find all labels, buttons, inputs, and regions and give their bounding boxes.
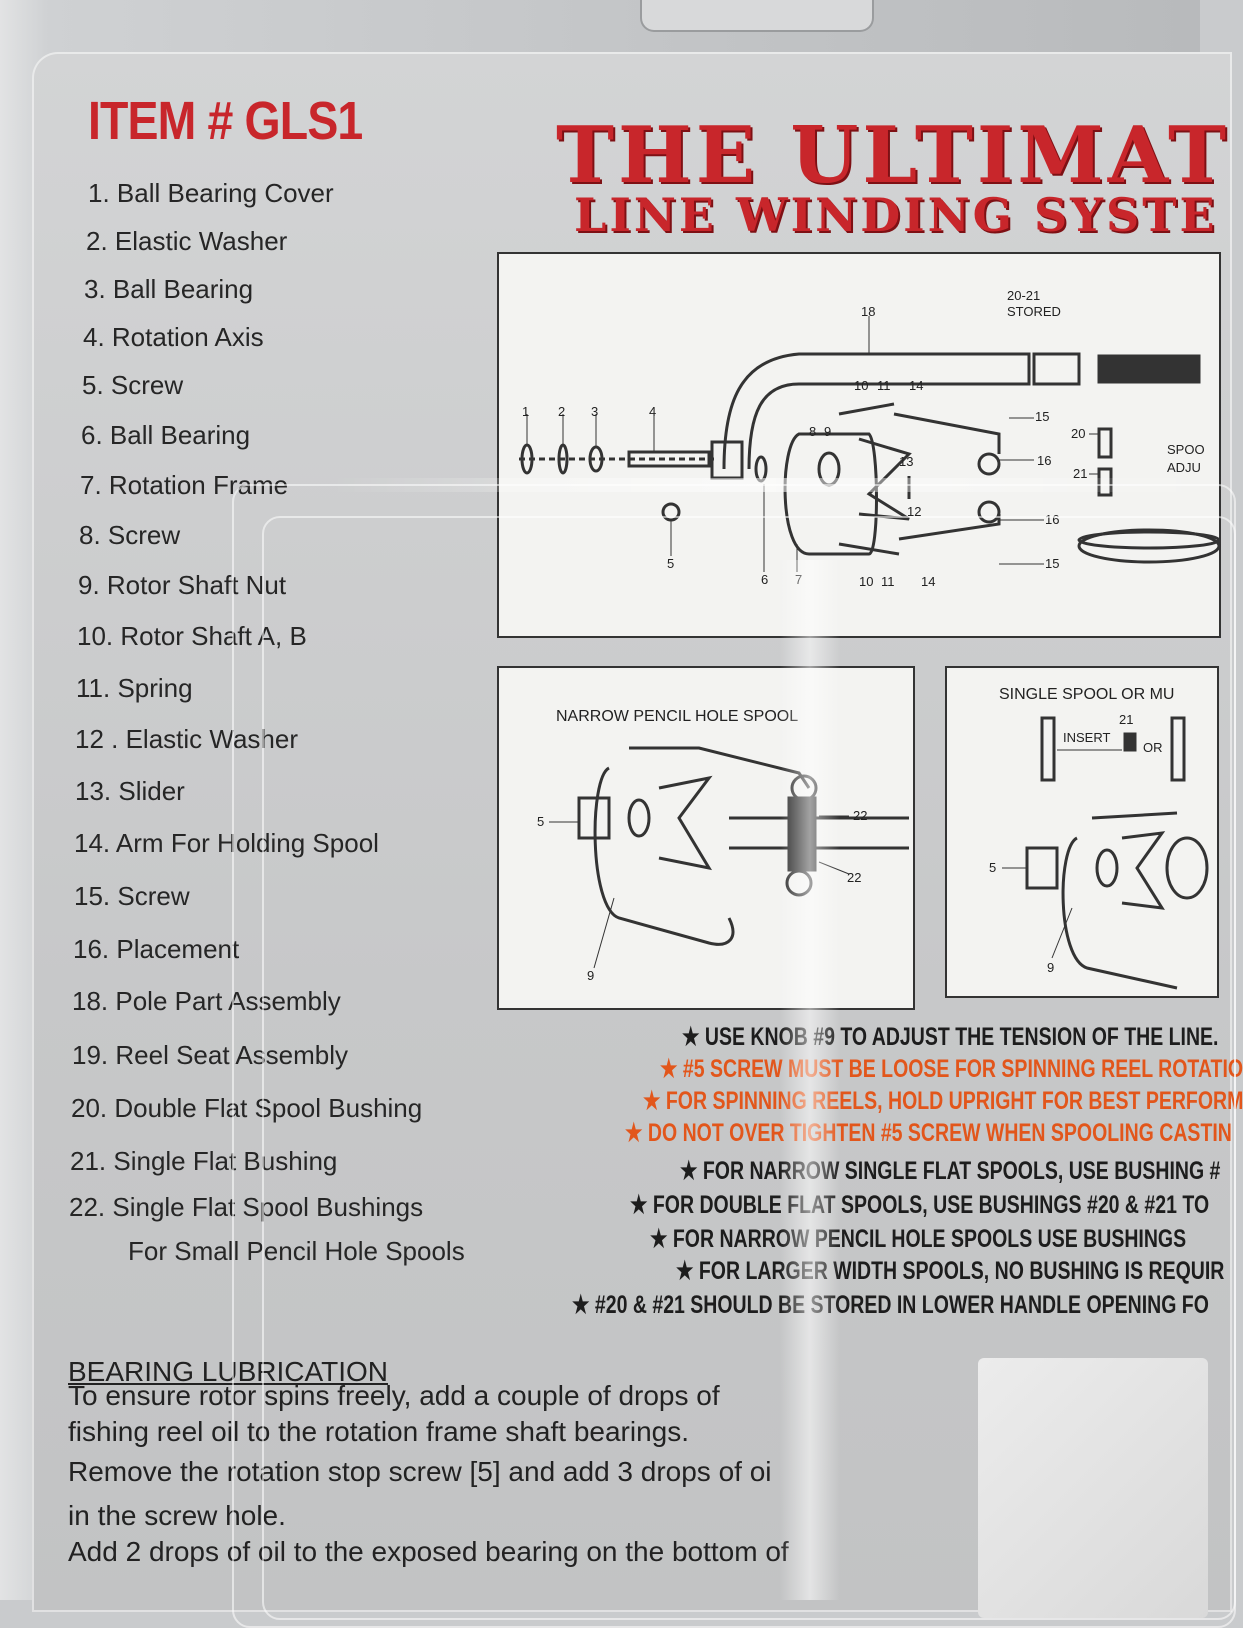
diagram-label: 5 (537, 814, 545, 829)
part-item: 16. Placement (73, 934, 240, 964)
single-spool-drawing (1002, 716, 1209, 990)
diagram-label: 11 (881, 574, 895, 589)
note-line: ★ FOR NARROW PENCIL HOLE SPOOLS USE BUSH… (650, 1225, 1187, 1253)
brand-title: THE ULTIMAT (556, 110, 1231, 201)
note-line: ★ DO NOT OVER TIGHTEN #5 SCREW WHEN SPOO… (625, 1119, 1232, 1147)
note-line: ★ #5 SCREW MUST BE LOOSE FOR SPINNING RE… (660, 1055, 1243, 1083)
diagram-label: 8 (809, 424, 817, 439)
part-item: 2. Elastic Washer (86, 226, 288, 256)
diagram-label: 20-21 (1007, 288, 1041, 303)
diagram-label: 10 (854, 378, 869, 393)
exploded-diagram: 18 20-21 STORED 10 11 14 15 16 16 15 1 2… (497, 252, 1221, 638)
brand-subtitle: LINE WINDING SYSTE (574, 188, 1218, 242)
diagram-label: 9 (824, 424, 832, 439)
diagram-label: 12 (907, 504, 922, 519)
diagram-label: 14 (921, 574, 936, 589)
diagram-label: 3 (591, 404, 599, 419)
diagram-label: 2 (558, 404, 566, 419)
diagram-label: 9 (587, 968, 595, 983)
part-item: 8. Screw (79, 520, 181, 550)
diagram-label: 14 (909, 378, 924, 393)
diagram-label: 1 (522, 404, 530, 419)
diagram-label: STORED (1007, 304, 1061, 319)
part-item: 20. Double Flat Spool Bushing (71, 1093, 423, 1123)
part-item: 13. Slider (75, 776, 185, 806)
diagram-label: 22 (847, 870, 862, 885)
diagram-label: SPOO (1167, 442, 1205, 457)
item-number-title: ITEM # GLS1 (88, 91, 363, 151)
part-item: 4. Rotation Axis (83, 322, 264, 352)
note-line: ★ FOR LARGER WIDTH SPOOLS, NO BUSHING IS… (676, 1257, 1225, 1285)
diagram-label: 7 (795, 572, 803, 587)
diagram-label: 6 (761, 572, 769, 587)
lubrication-line: Add 2 drops of oil to the exposed bearin… (68, 1536, 789, 1567)
part-item: 15. Screw (74, 881, 190, 911)
part-item: 18. Pole Part Assembly (72, 986, 341, 1016)
part-item: 22. Single Flat Spool Bushings (69, 1192, 424, 1222)
diagram-label: 13 (899, 454, 914, 469)
lubrication-line: fishing reel oil to the rotation frame s… (68, 1416, 690, 1447)
part-item: 7. Rotation Frame (80, 470, 289, 500)
diagram-label: 21 (1073, 466, 1088, 481)
note-line: ★ FOR NARROW SINGLE FLAT SPOOLS, USE BUS… (680, 1157, 1221, 1185)
diagram-label: INSERT (1063, 730, 1111, 745)
note-line: ★ #20 & #21 SHOULD BE STORED IN LOWER HA… (572, 1291, 1209, 1319)
note-line: ★ USE KNOB #9 TO ADJUST THE TENSION OF T… (682, 1023, 1219, 1051)
diagram-label: 18 (861, 304, 876, 319)
part-item: 14. Arm For Holding Spool (74, 828, 379, 858)
diagram-label: 9 (1047, 960, 1055, 975)
note-line: ★ FOR DOUBLE FLAT SPOOLS, USE BUSHINGS #… (630, 1191, 1210, 1219)
diagram-label: 15 (1035, 409, 1050, 424)
single-spool-diagram: SINGLE SPOOL OR MU 21 INSERT OR 5 9 (945, 666, 1219, 998)
lubrication-heading: BEARING LUBRICATION (68, 1356, 388, 1387)
part-item: For Small Pencil Hole Spools (128, 1236, 465, 1266)
diagram-label: 21 (1119, 712, 1134, 727)
diagram-label: ADJU (1167, 460, 1201, 475)
diagram-label: 4 (649, 404, 657, 419)
product-photo-window (978, 1358, 1208, 1618)
diagram-title: SINGLE SPOOL OR MU (999, 686, 1175, 703)
lubrication-line: To ensure rotor spins freely, add a coup… (68, 1380, 720, 1411)
diagram-label: 10 (859, 574, 874, 589)
lubrication-line: in the screw hole. (68, 1500, 286, 1531)
part-item: 6. Ball Bearing (81, 420, 251, 450)
part-item: 3. Ball Bearing (84, 274, 254, 304)
part-item: 12 . Elastic Washer (75, 724, 299, 754)
part-item: 11. Spring (76, 673, 193, 703)
diagram-label: 20 (1071, 426, 1086, 441)
narrow-spool-diagram: NARROW PENCIL HOLE SPOOL 5 22 22 9 (497, 666, 915, 1010)
part-item: 5. Screw (82, 370, 184, 400)
diagram-label: 16 (1037, 453, 1052, 468)
exploded-diagram-drawing (519, 316, 1221, 572)
part-item: 1. Ball Bearing Cover (88, 178, 334, 208)
diagram-label: 16 (1045, 512, 1060, 527)
diagram-label: 15 (1045, 556, 1060, 571)
diagram-label: 5 (667, 556, 675, 571)
diagram-label: 22 (853, 808, 868, 823)
diagram-label: 5 (989, 860, 997, 875)
diagram-label: OR (1143, 740, 1163, 755)
hang-tab (640, 0, 874, 32)
lubrication-line: Remove the rotation stop screw [5] and a… (68, 1456, 772, 1487)
part-item: 9. Rotor Shaft Nut (78, 570, 287, 600)
part-item: 19. Reel Seat Assembly (72, 1040, 349, 1070)
diagram-title: NARROW PENCIL HOLE SPOOL (556, 708, 799, 725)
part-item: 10. Rotor Shaft A, B (77, 621, 307, 651)
note-line: ★ FOR SPINNING REELS, HOLD UPRIGHT FOR B… (643, 1087, 1243, 1115)
diagram-label: 11 (877, 378, 891, 393)
part-item: 21. Single Flat Bushing (70, 1146, 338, 1176)
